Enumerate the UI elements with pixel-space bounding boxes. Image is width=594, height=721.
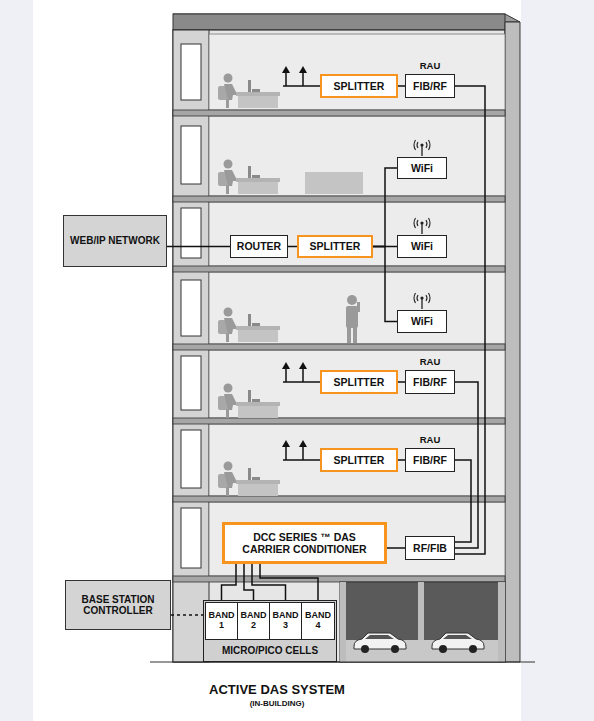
signal-line — [167, 246, 230, 248]
rf-fib-box: RF/FIB — [405, 536, 455, 560]
box-label: BAND 1 — [206, 611, 237, 631]
signal-line — [288, 246, 297, 248]
controller-box: BASE STATION CONTROLLER — [65, 580, 171, 630]
rau-box: RAUFIB/RF — [405, 370, 455, 394]
splitter-box: SPLITTER — [297, 235, 373, 258]
box-label: MICRO/PICO CELLS — [219, 645, 321, 662]
desk — [305, 172, 363, 194]
rau-box: RAUFIB/RF — [405, 74, 455, 98]
diagram-caption: (IN-BUILDING) — [33, 699, 521, 708]
box-label: BASE STATION CONTROLLER — [66, 594, 170, 617]
box-label: DCC SERIES ™ DAS CARRIER CONDITIONER — [225, 528, 384, 558]
signal-line — [252, 564, 286, 602]
wifi-box: WiFi — [397, 235, 447, 258]
band-box: BAND 1 — [205, 602, 238, 640]
box-heading: RAU — [417, 435, 444, 446]
splitter-box: SPLITTER — [320, 370, 398, 394]
box-label: SPLITTER — [331, 376, 388, 388]
signal-line — [455, 382, 478, 548]
signal-line — [222, 564, 237, 602]
dashed-link — [171, 614, 203, 616]
building-body — [173, 22, 520, 662]
signal-line — [260, 564, 318, 602]
box-label: SPLITTER — [307, 240, 364, 252]
box-label: FIB/RF — [410, 376, 450, 388]
diagram-title: ACTIVE DAS SYSTEM — [33, 682, 521, 697]
box-label: WiFi — [408, 162, 436, 174]
garage — [340, 582, 505, 662]
cells-box: MICRO/PICO CELLS BAND 1BAND 2BAND 3BAND 4 — [203, 600, 337, 662]
box-label: BAND 4 — [302, 611, 334, 631]
standing-person — [346, 295, 360, 343]
signal-line — [398, 459, 405, 461]
office-workers — [218, 74, 363, 497]
floor-slabs — [173, 110, 505, 582]
router-box: ROUTER — [230, 235, 288, 258]
band-box: BAND 4 — [301, 602, 335, 640]
splitter-box: SPLITTER — [320, 74, 398, 98]
box-label: ROUTER — [234, 240, 284, 252]
box-heading: RAU — [417, 61, 444, 72]
box-label: RF/FIB — [410, 542, 450, 554]
box-label: FIB/RF — [410, 80, 450, 92]
wifi-box: WiFi — [397, 310, 447, 333]
network-box: WEB/IP NETWORK — [63, 215, 167, 267]
box-label: SPLITTER — [331, 80, 388, 92]
signal-line — [373, 247, 397, 322]
box-label: WiFi — [408, 240, 436, 252]
signal-line — [373, 168, 397, 247]
box-label: SPLITTER — [331, 454, 388, 466]
box-heading: RAU — [417, 357, 444, 368]
conditioner-box: DCC SERIES ™ DAS CARRIER CONDITIONER — [222, 522, 387, 564]
box-label: FIB/RF — [410, 454, 450, 466]
signal-line — [398, 381, 405, 383]
box-label: BAND 2 — [238, 611, 269, 631]
box-label: WEB/IP NETWORK — [67, 235, 163, 247]
signal-line — [387, 547, 405, 549]
windows — [181, 44, 201, 568]
band-box: BAND 3 — [269, 602, 302, 640]
box-label: WiFi — [408, 315, 436, 327]
signal-line — [455, 86, 485, 554]
roof — [173, 14, 520, 30]
signal-line — [398, 85, 405, 87]
rau-box: RAUFIB/RF — [405, 448, 455, 472]
box-label: BAND 3 — [270, 611, 301, 631]
signal-line — [455, 460, 471, 542]
wifi-box: WiFi — [397, 157, 447, 179]
band-box: BAND 2 — [237, 602, 270, 640]
splitter-feeds — [283, 72, 320, 460]
splitter-box: SPLITTER — [320, 448, 398, 472]
